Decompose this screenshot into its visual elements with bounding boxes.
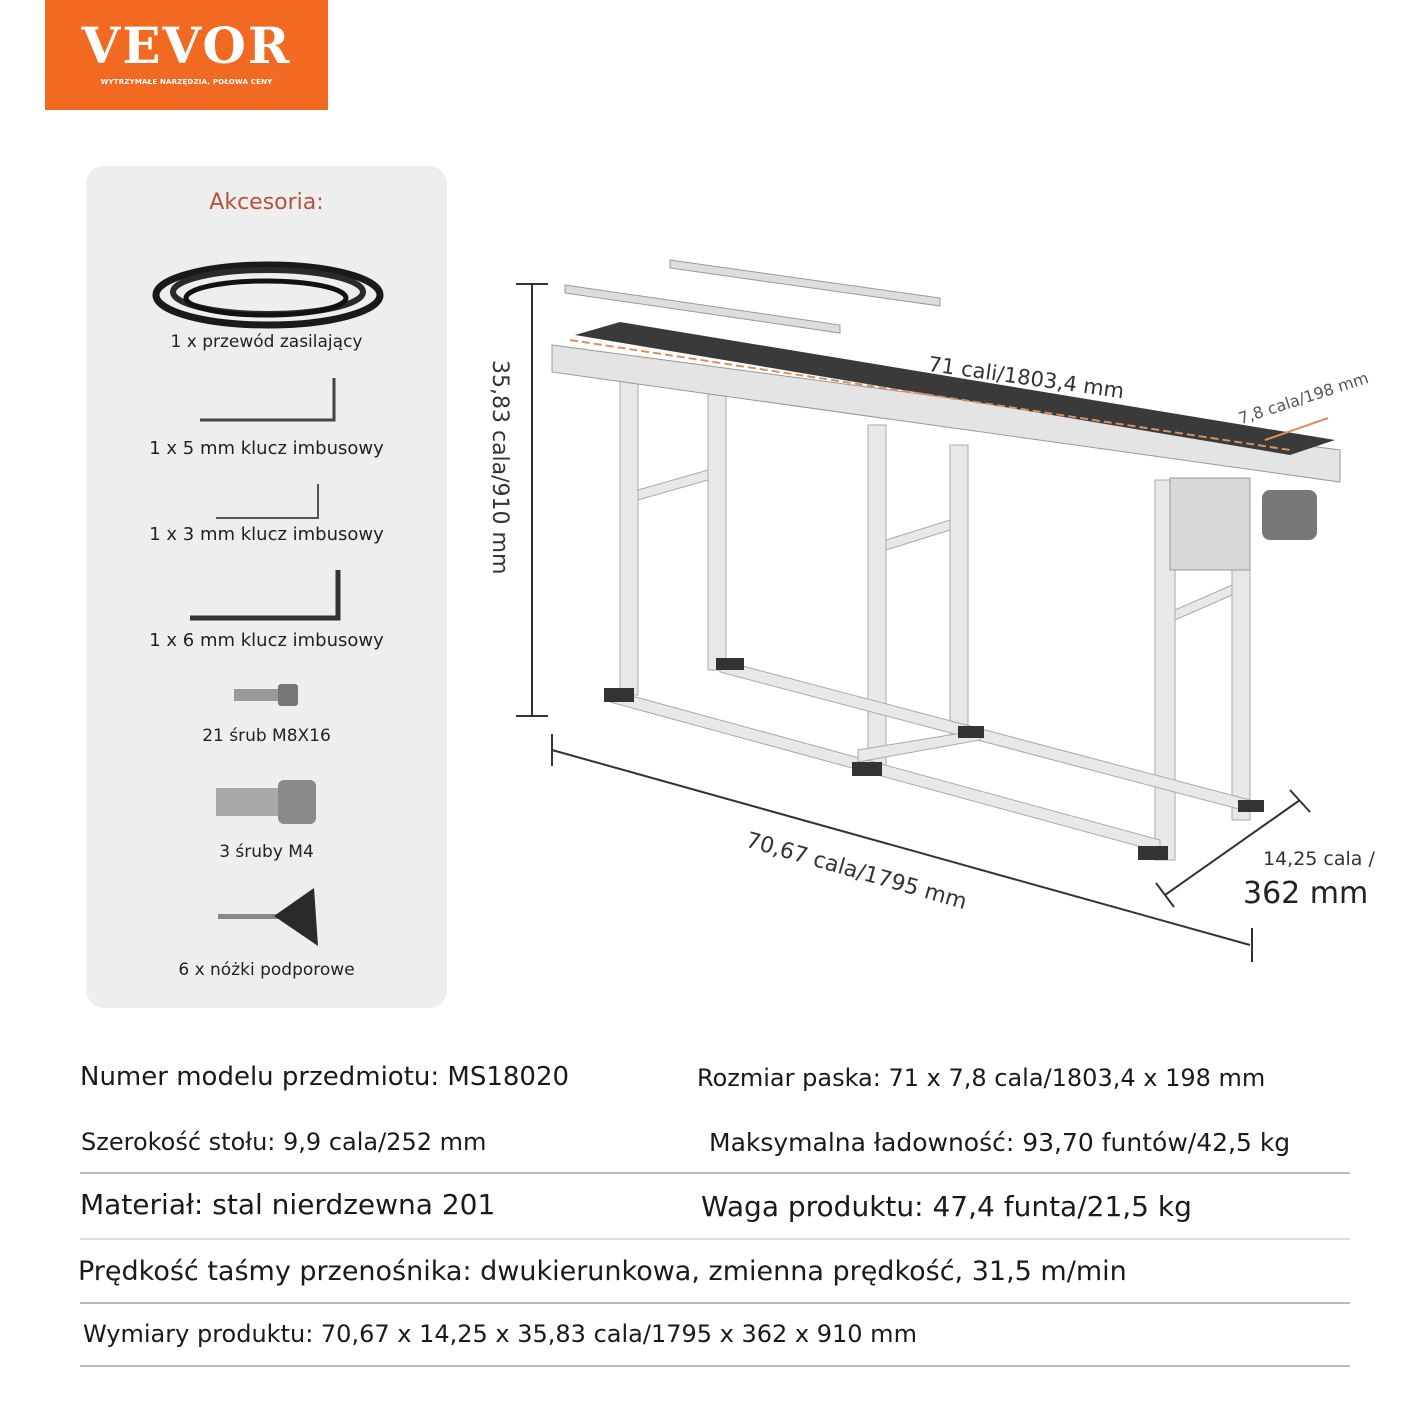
spec-material: Materiał: stal nierdzewna 201 (80, 1188, 496, 1221)
guard-rails (564, 259, 941, 334)
spec-max-load: Maksymalna ładowność: 93,70 funtów/42,5 … (709, 1128, 1291, 1157)
length-dimension-line (551, 734, 1253, 962)
conveyor-illustration (516, 259, 1341, 962)
accessories-title: Akcesoria: (209, 190, 324, 215)
spec-speed: Prędkość taśmy przenośnika: dwukierunkow… (78, 1256, 1127, 1287)
conveyor-belt (575, 322, 1335, 455)
accessory-label: 3 śruby M4 (219, 842, 314, 862)
spec-belt-size: Rozmiar paska: 71 x 7,8 cala/1803,4 x 19… (697, 1064, 1266, 1092)
logo-tagline: WYTRZYMAŁE NARZĘDZIA, POŁOWA CENY (100, 78, 273, 86)
accessory-label: 1 x przewód zasilający (170, 332, 363, 352)
spec-weight: Waga produktu: 47,4 funta/21,5 kg (701, 1190, 1192, 1223)
spec-product-dimensions: Wymiary produktu: 70,67 x 14,25 x 35,83 … (83, 1320, 917, 1348)
depth-dimension-label-1: 14,25 cala / (1263, 848, 1375, 870)
power-cord-icon (152, 261, 384, 329)
allen-key-icon (200, 378, 336, 422)
motor (1262, 490, 1317, 540)
accessories-panel: Akcesoria: 1 x przewód zasilający 1 x 5 … (86, 166, 447, 1008)
divider (80, 1365, 1350, 1367)
bolt-icon (234, 684, 298, 706)
divider (80, 1238, 1350, 1240)
allen-key-icon (216, 484, 319, 519)
logo-brand: VEVOR (81, 16, 292, 75)
height-dimension-label: 35,83 cala/910 mm (487, 360, 512, 575)
accessory-label: 1 x 6 mm klucz imbusowy (149, 630, 384, 651)
height-dimension-line (516, 283, 548, 717)
depth-dimension-label-2: 362 mm (1243, 876, 1369, 911)
allen-key-icon (190, 570, 341, 621)
conveyor-frame (609, 374, 1251, 861)
control-box (1169, 477, 1251, 571)
spec-table-width: Szerokość stołu: 9,9 cala/252 mm (81, 1128, 487, 1156)
spec-model: Numer modelu przedmiotu: MS18020 (80, 1062, 570, 1092)
accessory-label: 6 x nóżki podporowe (178, 960, 355, 980)
support-foot-icon (218, 888, 318, 946)
depth-dimension-line (1155, 789, 1311, 908)
divider (80, 1172, 1350, 1174)
vevor-logo: VEVOR WYTRZYMAŁE NARZĘDZIA, POŁOWA CENY (45, 0, 328, 110)
accessory-label: 1 x 5 mm klucz imbusowy (149, 438, 384, 459)
accessory-label: 21 śrub M8X16 (202, 726, 331, 746)
divider (80, 1302, 1350, 1304)
screw-icon (216, 780, 316, 824)
accessory-label: 1 x 3 mm klucz imbusowy (149, 524, 384, 545)
